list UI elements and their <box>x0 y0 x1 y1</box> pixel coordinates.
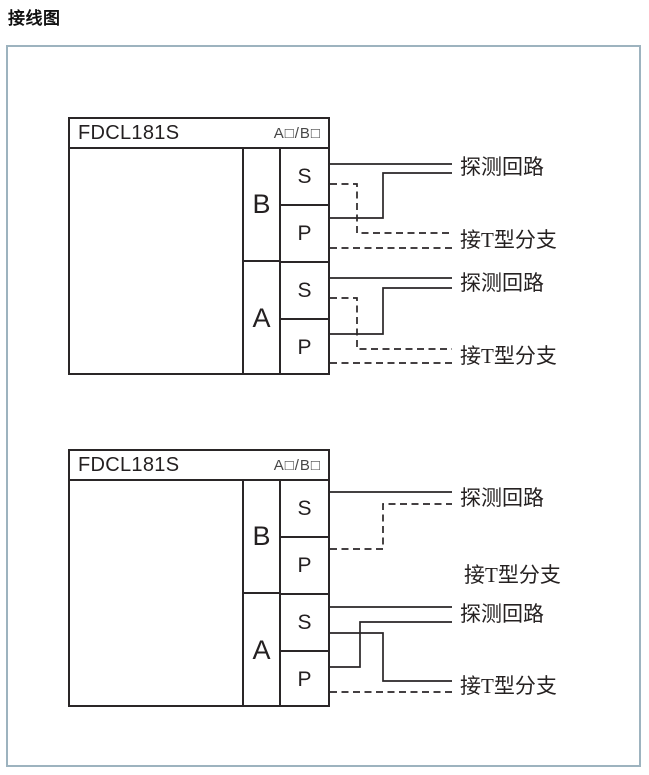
terminal-column: S P S P <box>281 481 328 707</box>
device-box-bottom: FDCL181S A□/B□ B A S P S P <box>68 449 330 707</box>
terminal-label: S <box>297 496 312 520</box>
terminal-label: S <box>297 278 312 302</box>
device-box-top: FDCL181S A□/B□ B A S P S P <box>68 117 330 375</box>
page-title: 接线图 <box>8 9 61 28</box>
terminal-cell-a-s: S <box>281 595 328 652</box>
terminal-cell-b-s: S <box>281 149 328 206</box>
group-label: A <box>252 303 271 333</box>
terminal-cell-a-p: P <box>281 320 328 375</box>
group-cell-b: B <box>244 481 279 594</box>
terminal-label: S <box>297 610 312 634</box>
wire-label: 探测回路 <box>460 486 544 510</box>
terminal-cell-a-s: S <box>281 263 328 320</box>
terminal-label: P <box>297 335 312 359</box>
terminal-label: S <box>297 164 312 188</box>
group-column: B A <box>242 481 281 707</box>
terminal-cell-b-p: P <box>281 538 328 595</box>
ports-label: A□/B□ <box>273 456 321 474</box>
terminal-column: S P S P <box>281 149 328 375</box>
terminal-cell-b-p: P <box>281 206 328 263</box>
group-cell-a: A <box>244 262 279 375</box>
device-name: FDCL181S <box>78 121 180 144</box>
device-header: FDCL181S A□/B□ <box>70 119 328 149</box>
wire-label: 接T型分支 <box>460 228 557 252</box>
terminal-label: P <box>297 221 312 245</box>
terminal-cell-b-s: S <box>281 481 328 538</box>
group-cell-a: A <box>244 594 279 707</box>
wire-label: 接T型分支 <box>460 674 557 698</box>
group-label: A <box>252 635 271 665</box>
wire-label: 探测回路 <box>460 155 544 179</box>
wire-label: 接T型分支 <box>464 563 561 587</box>
terminal-cell-a-p: P <box>281 652 328 707</box>
wire-label: 接T型分支 <box>460 344 557 368</box>
group-column: B A <box>242 149 281 375</box>
device-name: FDCL181S <box>78 453 180 476</box>
wire-label: 探测回路 <box>460 271 544 295</box>
wire-label: 探测回路 <box>460 602 544 626</box>
device-header: FDCL181S A□/B□ <box>70 451 328 481</box>
group-label: B <box>252 189 271 219</box>
group-label: B <box>252 521 271 551</box>
terminal-label: P <box>297 667 312 691</box>
ports-label: A□/B□ <box>273 124 321 142</box>
group-cell-b: B <box>244 149 279 262</box>
terminal-label: P <box>297 553 312 577</box>
